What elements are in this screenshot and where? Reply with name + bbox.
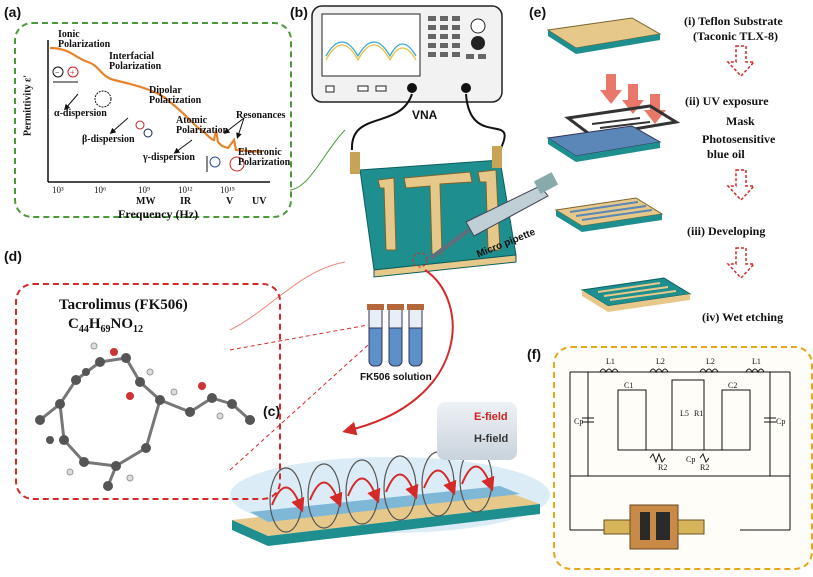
tick-1e3: 10³ — [52, 185, 64, 195]
step-iii: (iii) Developing — [687, 224, 766, 238]
molecule-name: Tacrolimus (FK506) — [59, 297, 188, 313]
field-legend-box — [437, 402, 517, 460]
legend-h-field: H-field — [474, 433, 509, 445]
step-i: (i) Teflon Substrate — [684, 14, 783, 28]
circuit-label: L2 — [656, 357, 665, 366]
circuit-label: R1 — [694, 409, 703, 418]
svg-text:−: − — [55, 68, 60, 77]
resonances-label: Resonances — [236, 110, 286, 121]
electronic-label: Electronic Polarization — [238, 147, 291, 168]
interfacial-label: Interfacial Polarization — [109, 51, 162, 72]
panel-a-frame — [14, 22, 292, 218]
circuit-label: Cp — [574, 417, 583, 426]
svg-text:+: + — [70, 68, 75, 77]
beta-label: β-dispersion — [82, 134, 135, 145]
circuit-label: L1 — [752, 357, 761, 366]
band-mw: MW — [136, 196, 156, 207]
circuit-label: Cp — [776, 417, 785, 426]
circuit-label: Cp — [686, 455, 695, 464]
circuit-label: R2 — [658, 463, 667, 472]
circuit-label: L2 — [706, 357, 715, 366]
tick-1e9: 10⁹ — [138, 185, 151, 195]
gamma-label: γ-dispersion — [143, 152, 195, 163]
band-v: V — [226, 196, 234, 207]
band-uv: UV — [252, 196, 267, 207]
blue-oil-label: blue oil — [707, 147, 745, 161]
panel-label-a: (a) — [4, 4, 22, 20]
ionic-label: Ionic Polarization — [58, 29, 111, 50]
mask-label: Mask — [726, 114, 755, 128]
band-ir: IR — [180, 196, 192, 207]
alpha-label: α-dispersion — [54, 108, 107, 119]
step-i-sub: (Taconic TLX-8) — [693, 29, 779, 43]
panel-label-c: (c) — [263, 403, 281, 419]
tick-1e12: 10¹² — [178, 185, 193, 195]
legend-e-field: E-field — [474, 411, 508, 423]
tick-1e6: 10⁶ — [94, 185, 107, 195]
panel-label-b: (b) — [290, 4, 308, 20]
molecule-formula: C44H69NO12 — [68, 316, 144, 335]
panel-d-frame — [15, 283, 281, 500]
circuit-label: L1 — [606, 357, 615, 366]
photosensitive-label: Photosensitive — [702, 132, 776, 146]
circuit-label: C1 — [624, 381, 633, 390]
step-ii: (ii) UV exposure — [685, 94, 769, 108]
circuit-label: R2 — [700, 463, 709, 472]
vna-label: VNA — [412, 108, 438, 122]
tick-1e15: 10¹⁵ — [220, 185, 235, 195]
x-axis-label: Frequency (Hz) — [118, 207, 199, 221]
dipolar-label: Dipolar Polarization — [149, 85, 202, 106]
atomic-label: Atomic Polarization — [176, 115, 229, 136]
panel-label-e: (e) — [529, 4, 547, 20]
circuit-label: C2 — [728, 381, 737, 390]
solution-label: FK506 solution — [360, 372, 432, 383]
circuit-label: L5 — [680, 409, 689, 418]
panel-label-f: (f) — [527, 346, 541, 362]
step-iv: (iv) Wet etching — [702, 310, 784, 324]
panel-label-d: (d) — [4, 248, 22, 264]
